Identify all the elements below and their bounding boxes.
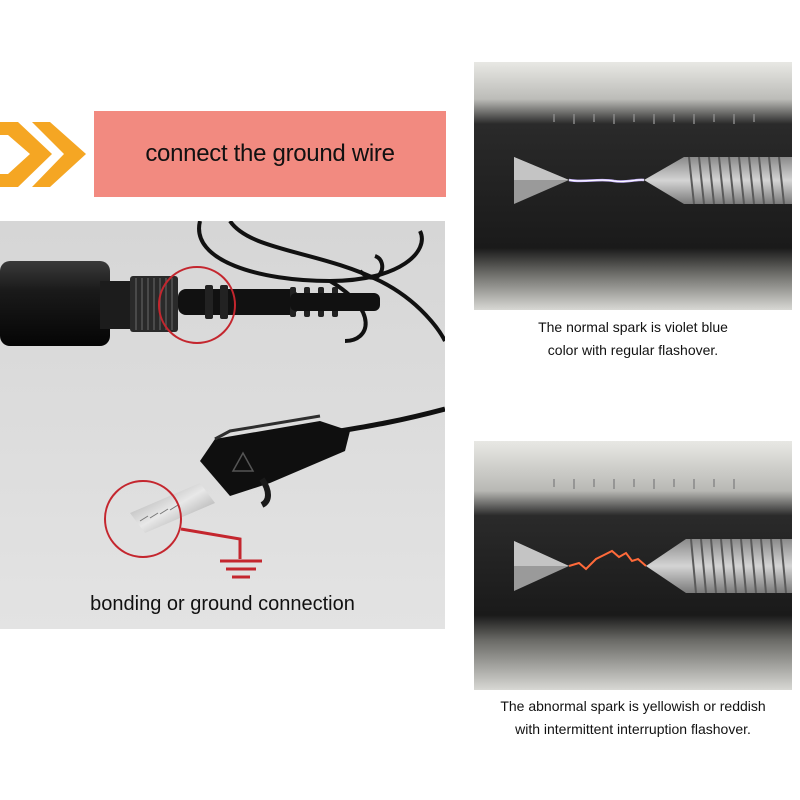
abnormal-spark-illustration bbox=[474, 441, 792, 690]
normal-spark-photo bbox=[474, 62, 792, 310]
abnormal-spark-caption-line: The abnormal spark is yellowish or reddi… bbox=[500, 698, 766, 714]
normal-spark-illustration bbox=[474, 62, 792, 310]
arrow-chevrons-icon bbox=[0, 122, 86, 187]
banner-text: connect the ground wire bbox=[145, 140, 395, 167]
abnormal-spark-photo bbox=[474, 441, 792, 690]
abnormal-spark-caption-line: with intermittent interruption flashover… bbox=[515, 721, 751, 737]
normal-spark-caption: The normal spark is violet blue color wi… bbox=[474, 316, 792, 362]
normal-spark-caption-line: The normal spark is violet blue bbox=[538, 319, 728, 335]
connect-ground-wire-banner: connect the ground wire bbox=[94, 111, 446, 197]
abnormal-spark-caption: The abnormal spark is yellowish or reddi… bbox=[474, 695, 792, 741]
normal-spark-caption-line: color with regular flashover. bbox=[547, 342, 719, 358]
tester-ground-clip-photo: bonding or ground connection bbox=[0, 221, 445, 629]
tester-illustration bbox=[0, 221, 445, 629]
ground-connection-caption: bonding or ground connection bbox=[90, 593, 355, 615]
